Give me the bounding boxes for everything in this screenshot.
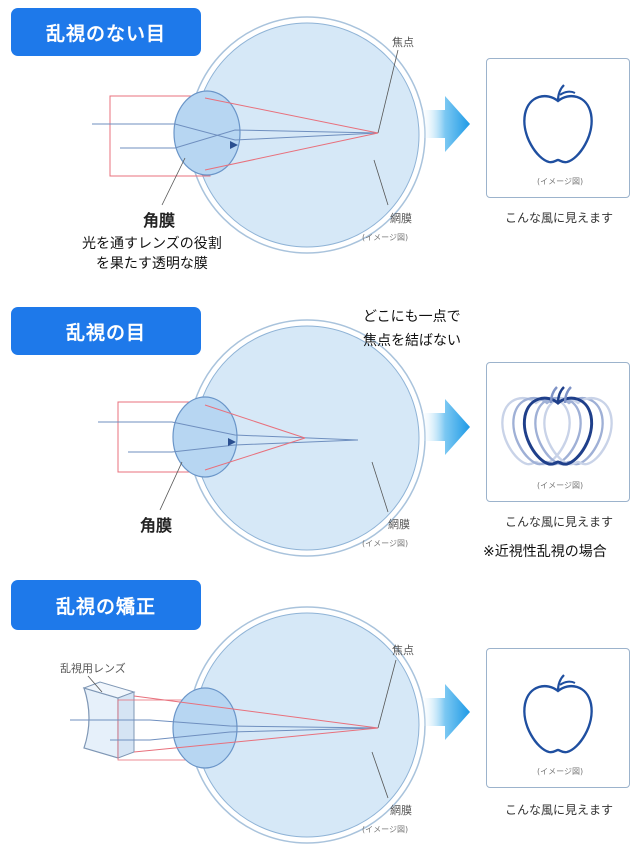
box-image-label: (イメージ図) xyxy=(537,177,584,186)
focus-label: 焦点 xyxy=(392,644,414,657)
section-title: 乱視の目 xyxy=(11,307,201,355)
callout-line1: どこにも一点で xyxy=(363,309,461,325)
blurred-apple-icon xyxy=(501,386,613,466)
cornea-pointer xyxy=(159,461,183,511)
cornea-label: 角膜 xyxy=(140,516,173,535)
section-correction: 乱視の矯正 焦点 乱視用レンズ 網膜 (イメージ図) xyxy=(0,580,643,845)
light-ray xyxy=(120,129,379,149)
retina-label: 網膜 xyxy=(390,212,412,225)
light-ray xyxy=(133,695,379,729)
light-ray xyxy=(204,97,379,134)
retina-pointer xyxy=(373,159,389,206)
result-arrow xyxy=(420,684,470,740)
result-box: (イメージ図) xyxy=(486,58,630,198)
box-image-label: (イメージ図) xyxy=(537,481,584,490)
section-title: 乱視のない目 xyxy=(11,8,201,56)
light-ray xyxy=(204,437,306,471)
retina-sublabel: (イメージ図) xyxy=(362,233,409,242)
note: ※近視性乱視の場合 xyxy=(483,544,607,560)
lens-label: 乱視用レンズ xyxy=(60,662,126,675)
light-ray xyxy=(70,719,379,729)
light-ray xyxy=(133,727,379,753)
light-ray xyxy=(128,439,359,453)
callout-line2: 焦点を結ばない xyxy=(363,333,461,349)
ray-arrowhead xyxy=(228,438,236,446)
retina-sublabel: (イメージ図) xyxy=(362,539,409,548)
light-ray xyxy=(204,404,306,439)
result-arrow xyxy=(420,399,470,455)
focus-label: 焦点 xyxy=(392,36,414,49)
apple-icon xyxy=(523,84,593,164)
light-ray xyxy=(98,421,359,441)
cornea xyxy=(172,396,238,478)
astigmatic-eye-diagram xyxy=(98,319,470,557)
retina-label: 網膜 xyxy=(388,518,410,531)
cornea xyxy=(172,687,238,769)
result-box: (イメージ図) xyxy=(486,648,630,788)
normal-eye-diagram xyxy=(92,16,470,254)
light-ray xyxy=(204,132,379,171)
light-ray xyxy=(110,727,379,741)
retina-pointer xyxy=(371,461,389,513)
correction-diagram xyxy=(70,606,470,844)
cornea-label: 角膜 xyxy=(143,211,176,230)
cornea-desc-line1: 光を通すレンズの役割 xyxy=(82,236,222,252)
light-ray xyxy=(92,123,379,141)
section-normal-eye: 乱視のない目 焦点 網膜 (イメージ図) 角膜 xyxy=(0,0,643,280)
lens-pointer xyxy=(87,675,103,693)
box-caption: こんな風に見えます xyxy=(505,211,614,225)
box-caption: こんな風に見えます xyxy=(505,803,614,817)
cornea-description: 光を通すレンズの役割 を果たす透明な膜 xyxy=(82,234,222,274)
apple-icon xyxy=(523,674,593,754)
focus-pointer xyxy=(377,49,399,134)
ray-arrowhead xyxy=(230,141,238,149)
cornea-desc-line2: を果たす透明な膜 xyxy=(95,256,208,272)
section-astigmatic-eye: 乱視の目 どこにも一点で 焦点を結ばない 網膜 (イメージ図) 角膜 xyxy=(0,300,643,580)
retina-label: 網膜 xyxy=(390,804,412,817)
retina-pointer xyxy=(371,751,389,799)
box-image-label: (イメージ図) xyxy=(537,767,584,776)
focus-pointer xyxy=(377,659,397,729)
result-arrow xyxy=(420,96,470,152)
result-box: (イメージ図) xyxy=(486,362,630,502)
section-title: 乱視の矯正 xyxy=(11,580,201,630)
callout: どこにも一点で 焦点を結ばない xyxy=(363,305,461,353)
retina-sublabel: (イメージ図) xyxy=(362,825,409,834)
cornea-pointer xyxy=(161,157,186,206)
box-caption: こんな風に見えます xyxy=(505,515,614,529)
